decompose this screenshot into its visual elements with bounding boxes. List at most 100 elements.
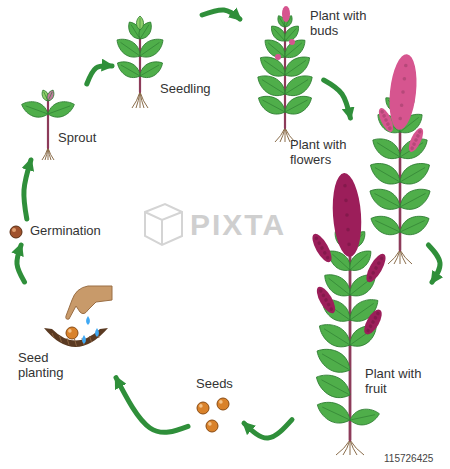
seed-shine bbox=[199, 404, 203, 408]
flower-spike-grain bbox=[386, 122, 391, 127]
leaf bbox=[45, 89, 56, 102]
leaf-vein bbox=[262, 100, 285, 112]
water-drop bbox=[86, 316, 90, 325]
flower-plume-grain bbox=[402, 77, 406, 81]
leaf bbox=[397, 211, 433, 239]
flower-spike-grain bbox=[414, 138, 419, 143]
fruit-spike-grain bbox=[366, 328, 371, 333]
leaf-vein bbox=[324, 329, 350, 345]
leaf-vein bbox=[121, 65, 140, 76]
root bbox=[275, 128, 285, 142]
leaf-vein bbox=[285, 28, 296, 41]
leaf-vein bbox=[322, 354, 350, 370]
cycle-arrow bbox=[324, 80, 351, 118]
seeds-group bbox=[197, 398, 229, 432]
leaf-vein bbox=[48, 106, 70, 114]
seed bbox=[217, 398, 229, 410]
watermark-logo bbox=[145, 204, 182, 245]
fruit-spike-grain bbox=[376, 261, 381, 266]
root bbox=[400, 250, 412, 264]
stage-node: Sprout bbox=[18, 84, 104, 160]
leaf-vein bbox=[121, 42, 140, 56]
soil-stripe bbox=[60, 336, 62, 342]
fruit-plume-grain bbox=[347, 242, 351, 246]
flower-plume-grain bbox=[401, 90, 405, 94]
leaf bbox=[368, 211, 404, 239]
fruit-spike-grain bbox=[375, 311, 380, 316]
leaf-vein bbox=[375, 221, 400, 232]
leaf bbox=[312, 343, 355, 379]
stage-label: Seeds bbox=[196, 376, 233, 391]
stage-label: Seed planting bbox=[18, 350, 68, 380]
leaf-vein bbox=[285, 100, 308, 112]
root bbox=[350, 440, 364, 455]
fruit-spike-grain bbox=[324, 298, 329, 303]
flower-bud bbox=[282, 6, 290, 22]
leaf-vein bbox=[332, 254, 350, 270]
germinating-seed bbox=[10, 226, 22, 238]
flower-spike-grain bbox=[382, 113, 387, 118]
fruit-spike-grain bbox=[325, 255, 330, 260]
fruit-spike-grain bbox=[368, 275, 373, 280]
fruit-plume-grain bbox=[343, 184, 347, 188]
flower-spike-grain bbox=[412, 142, 417, 147]
image-id: 115726425 bbox=[384, 453, 433, 464]
stage-label: Plant with buds bbox=[310, 8, 372, 38]
leaf-vein bbox=[285, 60, 306, 75]
root bbox=[45, 148, 48, 160]
seed-planting bbox=[44, 286, 112, 347]
fruit-spike bbox=[363, 251, 389, 285]
stem bbox=[47, 100, 49, 148]
cycle-arrow bbox=[116, 378, 188, 433]
stage-node: Plant with flowers bbox=[288, 118, 444, 245]
fruiting-plant bbox=[309, 172, 389, 455]
leaf bbox=[46, 98, 77, 121]
leaf-vein bbox=[48, 92, 52, 101]
flower-bud bbox=[289, 39, 295, 45]
flower-spike-grain bbox=[387, 126, 392, 131]
leaf-vein bbox=[26, 106, 48, 114]
fruit-spike bbox=[313, 284, 338, 316]
fruit-spike-grain bbox=[321, 293, 326, 298]
cycle-arrow bbox=[202, 10, 240, 19]
fruit-spike-grain bbox=[374, 266, 379, 271]
soil-stripe bbox=[90, 336, 92, 342]
leaf-vein bbox=[400, 221, 425, 232]
leaf-vein bbox=[350, 254, 368, 270]
root bbox=[140, 92, 148, 108]
fruit-spike bbox=[309, 231, 335, 265]
water-drop bbox=[95, 328, 99, 337]
leaf-vein bbox=[329, 278, 350, 295]
flower-spike-grain bbox=[384, 118, 389, 123]
root bbox=[394, 250, 400, 264]
leaf bbox=[114, 57, 143, 82]
leaf bbox=[137, 57, 166, 82]
fruit-spike-grain bbox=[368, 324, 373, 329]
flower-spike-grain bbox=[417, 129, 422, 134]
hand bbox=[66, 286, 112, 319]
leaf-vein bbox=[322, 407, 350, 420]
watermark: PIXTA bbox=[190, 208, 286, 242]
leaf bbox=[396, 157, 434, 189]
seed bbox=[66, 327, 78, 339]
fruit-spike-grain bbox=[329, 307, 334, 312]
flower-bud bbox=[275, 54, 281, 60]
leaf bbox=[312, 369, 355, 404]
flower-spike-grain bbox=[410, 146, 415, 151]
stage-label: Germination bbox=[30, 223, 101, 238]
stage-node: Seed planting bbox=[12, 282, 116, 386]
fruit-spike-grain bbox=[322, 250, 327, 255]
leaf-vein bbox=[377, 143, 400, 157]
leaf-vein bbox=[285, 43, 302, 57]
stage-node: Plant with buds bbox=[240, 4, 375, 80]
seed-shine bbox=[208, 422, 212, 426]
stage-node: Seedling bbox=[112, 15, 218, 117]
root bbox=[388, 250, 400, 264]
leaf bbox=[315, 318, 355, 353]
root bbox=[343, 440, 350, 455]
leaf bbox=[396, 183, 434, 214]
leaf-vein bbox=[264, 60, 285, 75]
fruit-spike-grain bbox=[371, 270, 376, 275]
fruit-spike-grain bbox=[317, 241, 322, 246]
